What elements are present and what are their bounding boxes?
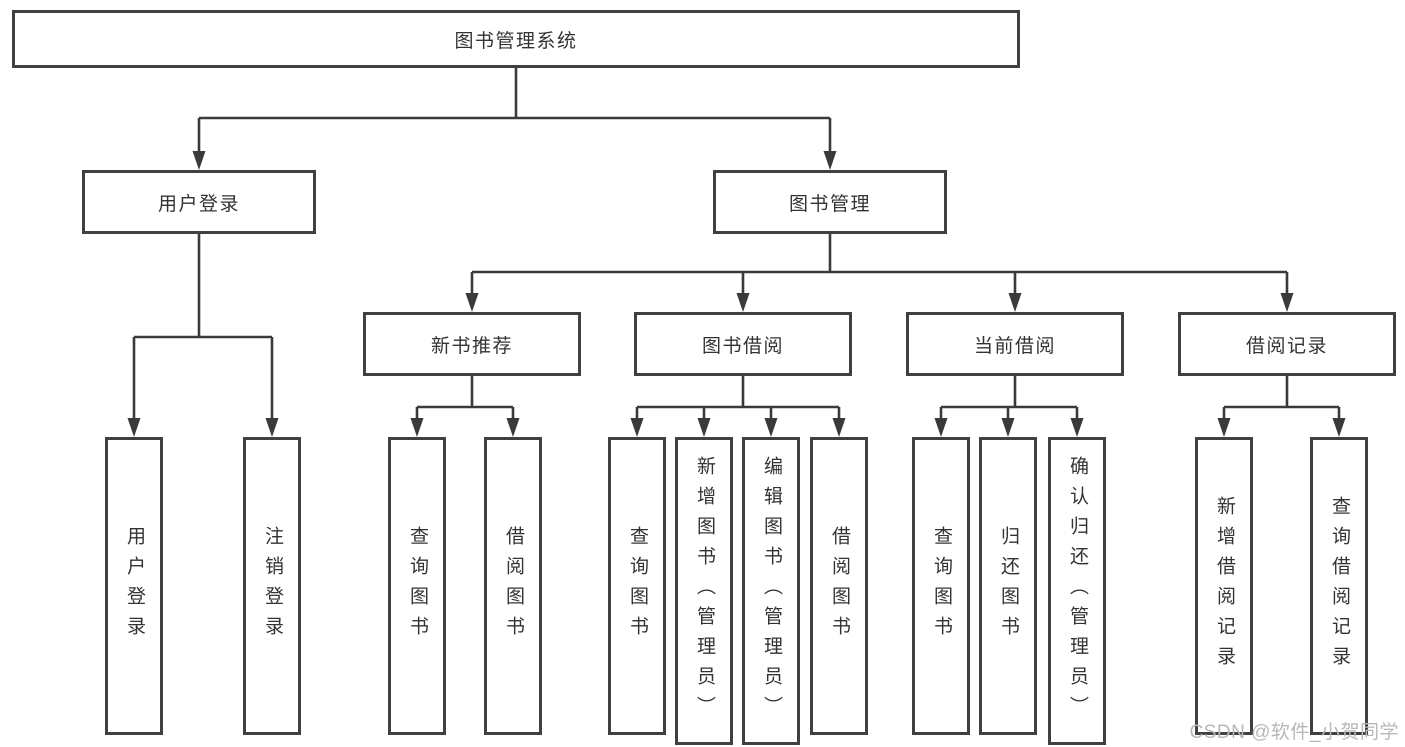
node-new-book-recommend-label: 新书推荐 bbox=[430, 335, 513, 357]
leaf-borrow-query-label: 查询图书 bbox=[626, 526, 648, 646]
node-user-login-label: 用户登录 bbox=[157, 193, 240, 215]
leaf-records-query-label: 查询借阅记录 bbox=[1328, 496, 1350, 676]
node-book-borrow: 图书借阅 bbox=[634, 312, 852, 376]
csdn-watermark: CSDN @软件_小贺同学 bbox=[1189, 722, 1399, 743]
leaf-current-return: 归还图书 bbox=[979, 437, 1037, 735]
node-root: 图书管理系统 bbox=[12, 10, 1020, 68]
leaf-borrow-edit-admin-label: 编辑图书（管理员） bbox=[760, 456, 782, 726]
leaf-borrow-add-admin-label: 新增图书（管理员） bbox=[693, 456, 715, 726]
leaf-borrow-edit-admin: 编辑图书（管理员） bbox=[742, 437, 800, 745]
leaf-user-login-label: 用户登录 bbox=[123, 526, 145, 646]
node-root-label: 图书管理系统 bbox=[454, 30, 578, 52]
leaf-newbooks-query-label: 查询图书 bbox=[406, 526, 428, 646]
node-borrow-records: 借阅记录 bbox=[1178, 312, 1396, 376]
leaf-borrow-borrow: 借阅图书 bbox=[810, 437, 868, 735]
node-borrow-records-label: 借阅记录 bbox=[1245, 335, 1328, 357]
node-book-management: 图书管理 bbox=[713, 170, 947, 234]
leaf-newbooks-borrow-label: 借阅图书 bbox=[502, 526, 524, 646]
leaf-current-query-label: 查询图书 bbox=[930, 526, 952, 646]
node-current-borrow: 当前借阅 bbox=[906, 312, 1124, 376]
leaf-newbooks-borrow: 借阅图书 bbox=[484, 437, 542, 735]
leaf-current-confirm-admin-label: 确认归还（管理员） bbox=[1066, 456, 1088, 726]
leaf-logout-label: 注销登录 bbox=[261, 526, 283, 646]
node-user-login: 用户登录 bbox=[82, 170, 316, 234]
leaf-current-confirm-admin: 确认归还（管理员） bbox=[1048, 437, 1106, 745]
node-book-management-label: 图书管理 bbox=[788, 193, 871, 215]
node-new-book-recommend: 新书推荐 bbox=[363, 312, 581, 376]
leaf-borrow-add-admin: 新增图书（管理员） bbox=[675, 437, 733, 745]
leaf-records-query: 查询借阅记录 bbox=[1310, 437, 1368, 735]
leaf-logout: 注销登录 bbox=[243, 437, 301, 735]
leaf-records-add: 新增借阅记录 bbox=[1195, 437, 1253, 735]
node-book-borrow-label: 图书借阅 bbox=[701, 335, 784, 357]
node-current-borrow-label: 当前借阅 bbox=[973, 335, 1056, 357]
leaf-records-add-label: 新增借阅记录 bbox=[1213, 496, 1235, 676]
leaf-newbooks-query: 查询图书 bbox=[388, 437, 446, 735]
leaf-borrow-query: 查询图书 bbox=[608, 437, 666, 735]
leaf-borrow-borrow-label: 借阅图书 bbox=[828, 526, 850, 646]
leaf-user-login: 用户登录 bbox=[105, 437, 163, 735]
leaf-current-query: 查询图书 bbox=[912, 437, 970, 735]
leaf-current-return-label: 归还图书 bbox=[997, 526, 1019, 646]
